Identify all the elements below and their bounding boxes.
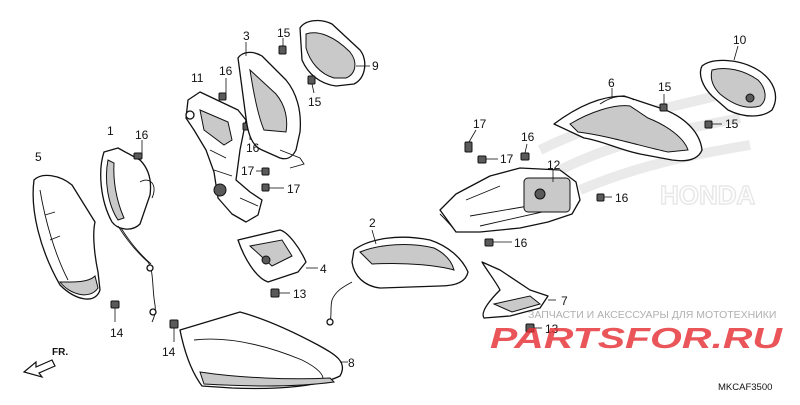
callout-16-b: 16 bbox=[219, 64, 233, 78]
part-7-small-cover bbox=[481, 261, 556, 319]
bolt-17-d bbox=[477, 155, 498, 164]
callout-16-f: 16 bbox=[615, 191, 629, 205]
callout-3: 3 bbox=[243, 29, 250, 43]
part-6-upper-cover bbox=[553, 88, 703, 162]
bolt-15-d bbox=[704, 120, 722, 129]
callout-15-b: 15 bbox=[308, 95, 322, 109]
callout-16-e: 16 bbox=[521, 130, 535, 144]
bolt-16-d bbox=[484, 238, 512, 247]
callout-13-b: 13 bbox=[545, 322, 559, 336]
part-2-turn-signal bbox=[326, 229, 469, 326]
callout-labels: 1 2 3 4 5 6 7 8 9 10 11 12 13 13 14 14 1… bbox=[35, 26, 747, 370]
bolt-15-b bbox=[307, 75, 316, 94]
callout-6: 6 bbox=[608, 76, 615, 90]
callout-17-c: 17 bbox=[473, 117, 487, 131]
bolt-17-b bbox=[261, 183, 284, 192]
callout-16-c: 16 bbox=[246, 141, 260, 155]
callout-16-a: 16 bbox=[135, 128, 149, 142]
right-inner-bracket bbox=[439, 167, 581, 233]
callout-17-d: 17 bbox=[500, 152, 514, 166]
callout-9: 9 bbox=[372, 59, 379, 73]
bolt-16-a bbox=[133, 140, 143, 160]
callout-17-b: 17 bbox=[287, 182, 301, 196]
part-8-lower-cover bbox=[179, 311, 348, 390]
bolt-14-b bbox=[169, 319, 179, 342]
bolt-13-b bbox=[525, 323, 542, 333]
bolt-16-b bbox=[218, 78, 227, 101]
watermark-logo: PARTSFOR.RU bbox=[490, 323, 783, 355]
callout-4: 4 bbox=[320, 262, 327, 276]
bolt-13-a bbox=[270, 288, 290, 298]
front-arrow-icon: FR. bbox=[22, 347, 68, 379]
callout-13-a: 13 bbox=[293, 287, 307, 301]
watermark-tagline: ЗАПЧАСТИ И АКСЕССУАРЫ ДЛЯ МОТОТЕХНИКИ bbox=[528, 309, 776, 321]
callout-12: 12 bbox=[547, 158, 561, 172]
bolt-14-a bbox=[110, 300, 120, 322]
callout-11: 11 bbox=[191, 71, 204, 85]
callout-17-a: 17 bbox=[241, 164, 255, 178]
part-9-mirror-glass bbox=[299, 19, 370, 87]
callout-10: 10 bbox=[733, 33, 747, 47]
callout-1: 1 bbox=[107, 124, 114, 138]
bolt-16-f bbox=[596, 193, 612, 202]
part-3-mount-bracket bbox=[237, 42, 305, 169]
callout-8: 8 bbox=[348, 356, 355, 370]
callout-5: 5 bbox=[35, 150, 42, 164]
partsfor-watermark: ЗАПЧАСТИ И АКСЕССУАРЫ ДЛЯ МОТОТЕХНИКИ PA… bbox=[490, 309, 783, 355]
callout-15-a: 15 bbox=[277, 26, 291, 40]
bolt-15-a bbox=[278, 38, 287, 55]
callout-15-d: 15 bbox=[725, 117, 739, 131]
bolt-17-a bbox=[256, 167, 270, 176]
front-arrow-label: FR. bbox=[52, 347, 68, 358]
bolt-17-c bbox=[464, 129, 477, 153]
callout-15-c: 15 bbox=[658, 80, 672, 94]
callout-14-a: 14 bbox=[110, 326, 124, 340]
background-brand-text: HONDA bbox=[660, 180, 756, 210]
part-1-turn-signal-mirror bbox=[100, 147, 157, 323]
part-5-mirror-housing bbox=[32, 174, 101, 300]
callout-16-d: 16 bbox=[514, 236, 528, 250]
bolt-15-c bbox=[659, 94, 668, 112]
part-4-small-cover bbox=[237, 229, 318, 283]
callout-7: 7 bbox=[561, 294, 568, 308]
callout-2: 2 bbox=[369, 216, 376, 230]
callout-14-b: 14 bbox=[162, 345, 176, 359]
diagram-code: MKCAF3500 bbox=[718, 382, 772, 393]
part-10-mirror-glass bbox=[699, 45, 777, 117]
bolt-16-e bbox=[520, 143, 530, 161]
